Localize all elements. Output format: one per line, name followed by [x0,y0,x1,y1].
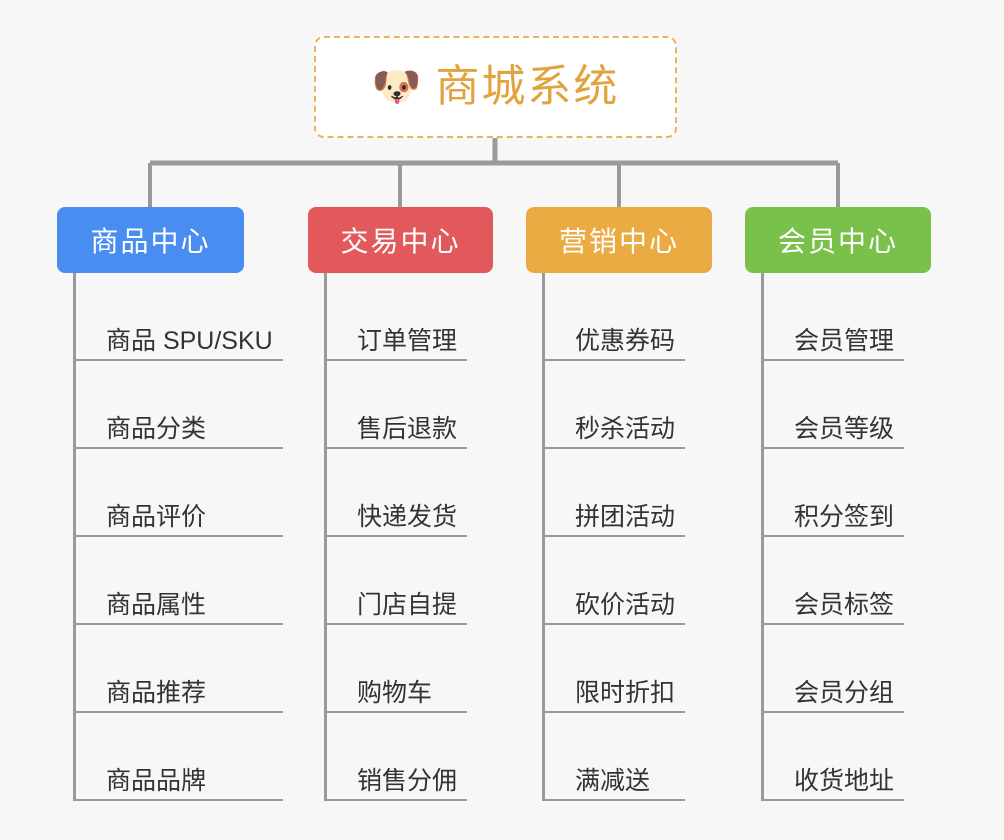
leaf-label: 满减送 [575,766,651,795]
list-item[interactable]: 订单管理 [327,273,468,361]
list-item[interactable]: 满减送 [545,713,686,801]
leaf-label: 商品推荐 [106,678,207,707]
branch-items-trade-center: 订单管理 售后退款 快递发货 门店自提 购物车 销售分佣 [324,273,468,801]
branch-header-trade-center[interactable]: 交易中心 [308,207,493,273]
list-item[interactable]: 商品分类 [76,361,283,449]
leaf-label: 商品品牌 [106,766,207,795]
list-item[interactable]: 商品品牌 [76,713,283,801]
list-item[interactable]: 商品评价 [76,449,283,537]
branch-items-member-center: 会员管理 会员等级 积分签到 会员标签 会员分组 收货地址 [761,273,905,801]
branch-header-marketing-center[interactable]: 营销中心 [526,207,712,273]
leaf-label: 限时折扣 [575,678,676,707]
list-item[interactable]: 会员管理 [764,273,905,361]
shiba-dog-face-icon: 🐶 [371,65,422,109]
leaf-label: 快递发货 [357,502,458,531]
branch-items-product-center: 商品 SPU/SKU 商品分类 商品评价 商品属性 商品推荐 商品品牌 [73,273,283,801]
branch-items-marketing-center: 优惠券码 秒杀活动 拼团活动 砍价活动 限时折扣 满减送 [542,273,686,801]
list-item[interactable]: 会员标签 [764,537,905,625]
list-item[interactable]: 商品属性 [76,537,283,625]
leaf-label: 商品分类 [106,414,207,443]
list-item[interactable]: 售后退款 [327,361,468,449]
leaf-label: 购物车 [357,678,433,707]
list-item[interactable]: 商品 SPU/SKU [76,273,283,361]
list-item[interactable]: 秒杀活动 [545,361,686,449]
leaf-label: 商品评价 [106,502,207,531]
leaf-label: 收货地址 [794,766,895,795]
leaf-label: 门店自提 [357,590,458,619]
leaf-label: 优惠券码 [575,326,676,355]
list-item[interactable]: 优惠券码 [545,273,686,361]
list-item[interactable]: 拼团活动 [545,449,686,537]
list-item[interactable]: 砍价活动 [545,537,686,625]
root-node[interactable]: 🐶 商城系统 [314,36,677,138]
root-title: 商城系统 [435,62,620,111]
leaf-label: 订单管理 [357,326,458,355]
list-item[interactable]: 快递发货 [327,449,468,537]
list-item[interactable]: 门店自提 [327,537,468,625]
branch-header-member-center[interactable]: 会员中心 [745,207,931,273]
leaf-label: 售后退款 [357,414,458,443]
leaf-label: 拼团活动 [575,502,676,531]
list-item[interactable]: 收货地址 [764,713,905,801]
leaf-label: 会员分组 [794,678,895,707]
list-item[interactable]: 积分签到 [764,449,905,537]
leaf-label: 会员标签 [794,590,895,619]
leaf-label: 会员等级 [794,414,895,443]
list-item[interactable]: 购物车 [327,625,468,713]
leaf-label: 销售分佣 [357,766,458,795]
list-item[interactable]: 会员等级 [764,361,905,449]
leaf-label: 砍价活动 [575,590,676,619]
list-item[interactable]: 销售分佣 [327,713,468,801]
branch-header-product-center[interactable]: 商品中心 [57,207,244,273]
leaf-label: 会员管理 [794,326,895,355]
leaf-label: 积分签到 [794,502,895,531]
list-item[interactable]: 会员分组 [764,625,905,713]
list-item[interactable]: 限时折扣 [545,625,686,713]
list-item[interactable]: 商品推荐 [76,625,283,713]
leaf-label: 秒杀活动 [575,414,676,443]
leaf-label: 商品属性 [106,590,207,619]
leaf-label: 商品 SPU/SKU [106,326,273,355]
